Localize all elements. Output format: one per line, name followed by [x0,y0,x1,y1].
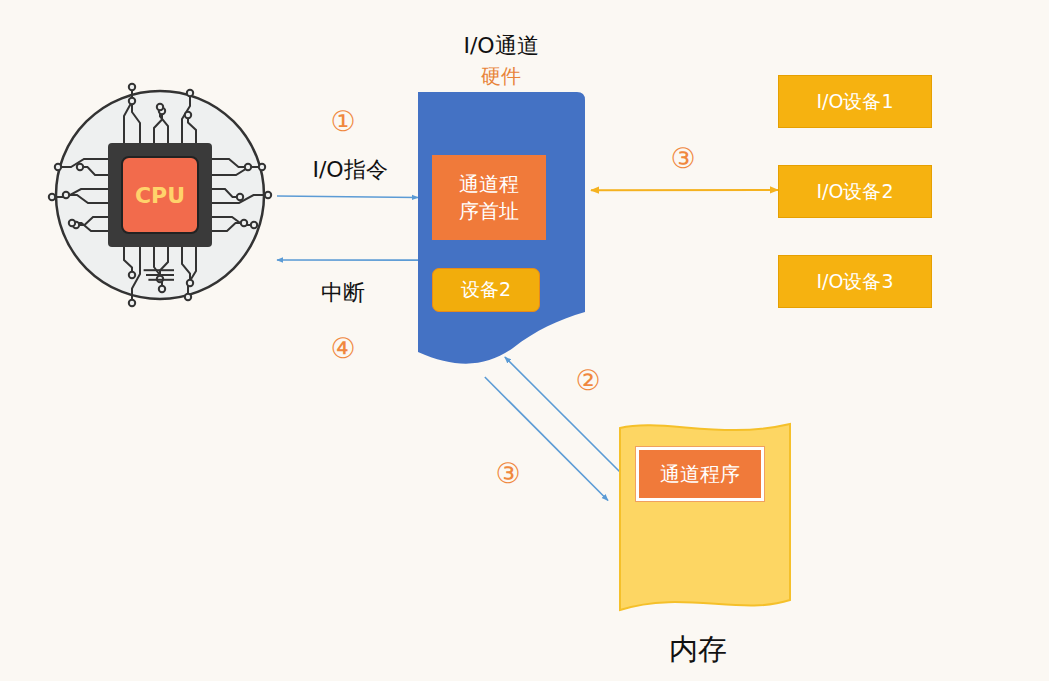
node-label: 内存 [669,630,727,670]
connector-arrow [591,189,778,191]
io-channel: I/O通道硬件通道程序首址设备2 [418,30,585,365]
device-slot: 设备2 [432,268,540,312]
callout-number: ① [327,105,358,138]
callout-number: ④ [327,332,358,365]
connector-arrow [277,259,418,261]
edge-label: 中断 [318,278,368,308]
callout-number: ③ [492,457,523,490]
node-label: 设备2 [461,277,511,303]
channel-program: 通道程序 [636,447,764,501]
memory: 内存通道程序 [612,418,798,668]
node-label: I/O设备2 [816,179,893,205]
hardware-note: 硬件 [481,63,521,90]
callout-number: ③ [667,142,698,175]
io-device: I/O设备3 [778,255,932,308]
node-label: CPU [135,183,185,208]
connector-arrow [277,196,418,198]
edge-label: I/O指令 [309,155,390,185]
node-label: 通道程序首址 [450,171,528,225]
node-label: I/O设备3 [816,269,893,295]
node-label: 通道程序 [660,461,740,488]
io-device: I/O设备2 [778,165,932,218]
cpu-chip: CPU [45,85,277,307]
node-label: I/O通道 [463,31,538,61]
callout-number: ② [572,364,603,397]
io-device: I/O设备1 [778,75,932,128]
node-label: I/O设备1 [816,89,893,115]
address-box: 通道程序首址 [432,155,546,240]
